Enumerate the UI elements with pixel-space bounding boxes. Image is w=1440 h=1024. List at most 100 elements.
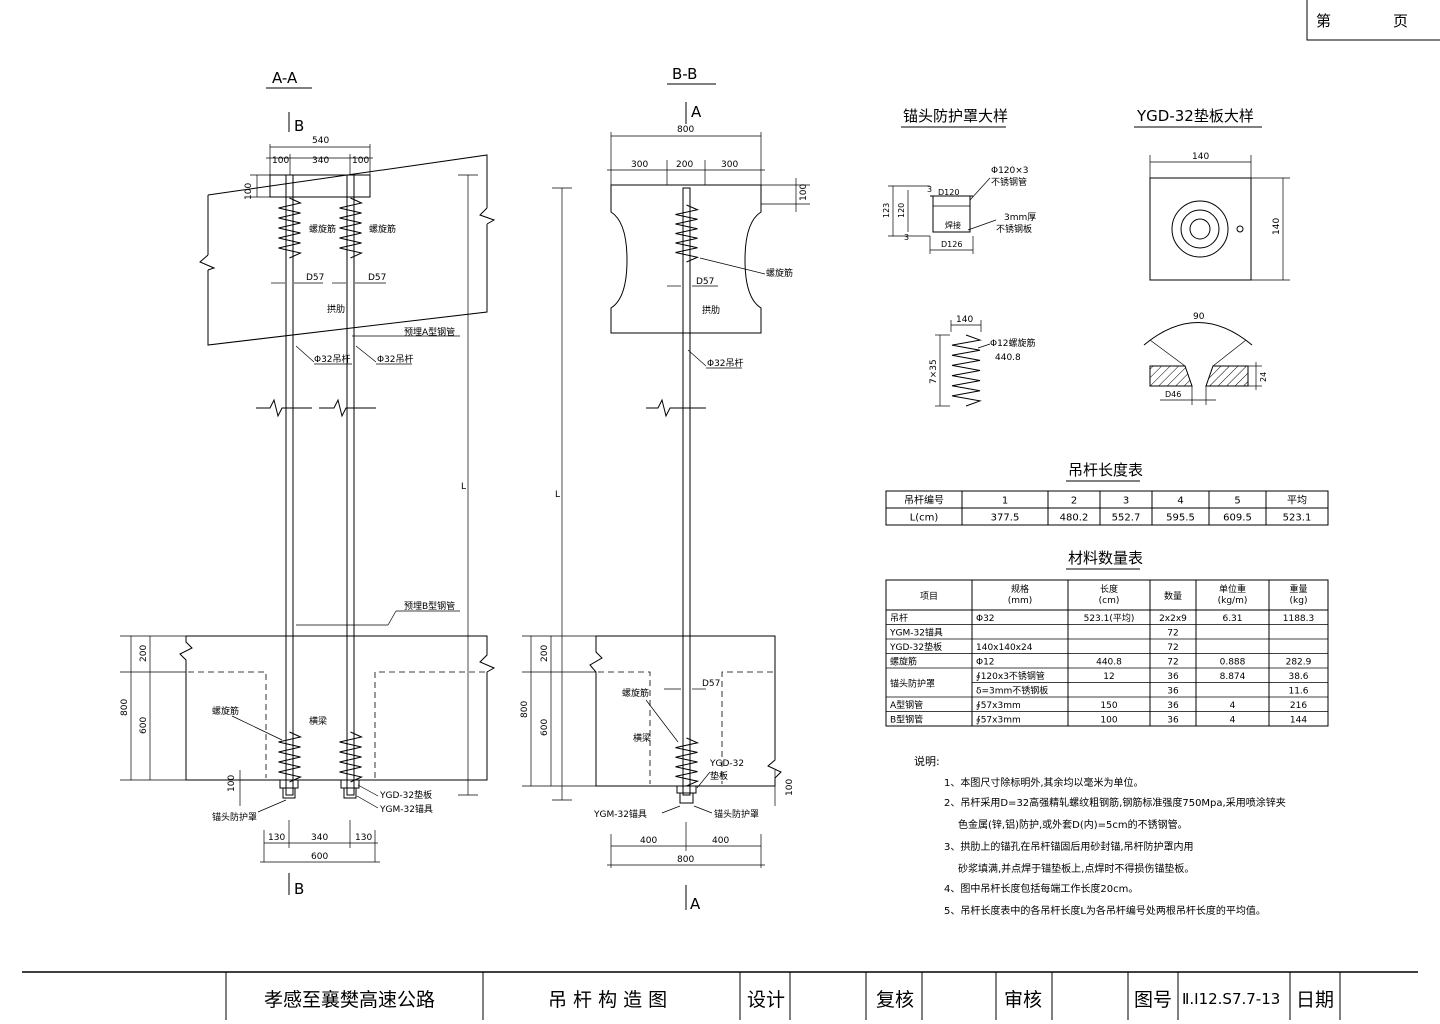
dim-bb-bot-total: 800 (677, 855, 694, 865)
material-table-cell: 0.888 (1220, 658, 1246, 668)
material-table-cell: 6.31 (1222, 614, 1242, 624)
material-table-header-cell: (kg/m) (1218, 596, 1248, 606)
review-label: 审核 (1004, 989, 1042, 1011)
check-label: 复核 (876, 989, 914, 1011)
material-table-cell: 36 (1167, 716, 1179, 726)
dim-bb-top-mid: 200 (676, 160, 693, 170)
material-table-header-cell: (cm) (1099, 596, 1120, 606)
material-table-cell: 523.1(平均) (1084, 612, 1135, 624)
material-table-header-cell: 重量 (1289, 583, 1307, 595)
page-label-right: 页 (1393, 12, 1408, 30)
material-table-cell: 螺旋筋 (890, 656, 917, 668)
material-table-cell: 36 (1167, 701, 1179, 711)
dim-aa-pipe-right: D57 (368, 273, 386, 283)
material-table-cell: 4 (1230, 701, 1236, 711)
material-table-cell: 216 (1290, 701, 1307, 711)
material-table-cell: B型钢管 (890, 714, 923, 726)
material-table-cell: 144 (1290, 716, 1307, 726)
dim-aa-base-mid: 600 (139, 717, 149, 734)
length-table-header-cell: 5 (1234, 496, 1240, 507)
label-aa-rod-left: Φ32吊杆 (314, 353, 351, 365)
material-table-cell: 8.874 (1220, 672, 1246, 682)
dim-aa-top-right: 100 (352, 156, 369, 166)
material-table-cell: Φ12 (976, 658, 995, 668)
label-aa-rib: 拱肋 (327, 303, 345, 315)
plate-d: D46 (1165, 390, 1181, 399)
section-bb-cut-bottom: A (690, 895, 701, 913)
length-table-header-cell: 1 (1002, 496, 1008, 507)
label-bb-cover: 锚头防护罩 (714, 808, 759, 820)
dim-aa-base-left: 200 (139, 645, 149, 662)
material-table-cell: 72 (1167, 658, 1178, 668)
material-table-cell: YGM-32锚具 (889, 627, 943, 639)
drawing-no-value: Ⅱ.Ⅰ12.S7.7-13 (1182, 990, 1280, 1008)
label-aa-spiral-low: 螺旋筋 (212, 705, 239, 717)
length-table-cell: 523.1 (1283, 513, 1312, 524)
material-table-cell: Φ32 (976, 614, 995, 624)
section-bb: B-B A 800 300 200 300 100 螺旋筋 D57 拱肋 Φ32… (520, 65, 810, 913)
material-table-cell: 36 (1167, 687, 1179, 697)
dim-aa-top-left: 100 (272, 156, 289, 166)
dim-aa-bot-right: 130 (355, 833, 372, 843)
label-aa-spiral-right: 螺旋筋 (369, 223, 396, 235)
dim-aa-top-total: 540 (312, 136, 329, 146)
dim-bb-top-right: 300 (721, 160, 738, 170)
plate-t: 24 (1259, 372, 1268, 382)
cover-t1: 3 (927, 185, 932, 194)
spiral-len: 440.8 (995, 353, 1021, 363)
label-aa-cover: 锚头防护罩 (212, 811, 257, 823)
dim-bb-base-mid: 600 (540, 719, 550, 736)
label-bb-anchor: YGM-32锚具 (593, 808, 647, 820)
dim-bb-top-total: 800 (677, 125, 694, 135)
material-table-cell: 36 (1167, 672, 1179, 682)
length-table-cell: 552.7 (1112, 513, 1141, 524)
label-aa-beam: 横梁 (309, 715, 327, 727)
dim-aa-bot-mid: 340 (311, 833, 328, 843)
dim-bb-top-h: 100 (799, 184, 809, 201)
drawing-no-label: 图号 (1134, 989, 1172, 1011)
plate-detail-title: YGD-32垫板大样 (1136, 107, 1254, 125)
label-aa-plate: YGD-32垫板 (379, 789, 432, 801)
material-table-cell: ∮57x3mm (976, 716, 1021, 726)
section-aa: A-A B 540 100 340 100 100 螺旋 (120, 69, 496, 898)
material-table-cell: YGD-32垫板 (889, 641, 942, 653)
material-table-header-cell: 长度 (1100, 583, 1118, 595)
length-table-title: 吊杆长度表 (1068, 461, 1143, 479)
dim-aa-bot-left: 130 (268, 833, 285, 843)
label-aa-anchor: YGM-32锚具 (379, 803, 433, 815)
title-block: 孝感至襄樊高速公路 吊 杆 构 造 图 设计 复核 审核 图号 Ⅱ.Ⅰ12.S7… (22, 971, 1418, 1020)
length-table-header-cell: 吊杆编号 (904, 494, 944, 507)
label-aa-rod-right: Φ32吊杆 (377, 353, 414, 365)
length-table-header-cell: 平均 (1287, 495, 1307, 507)
note-line: 砂浆填满,并点焊于锚垫板上,点焊时不得损伤锚垫板。 (958, 862, 1194, 875)
material-table-cell: 150 (1100, 701, 1117, 711)
material-table-cell: 2x2x9 (1159, 614, 1187, 624)
drawing-name: 吊 杆 构 造 图 (548, 989, 667, 1011)
cover-weld: 焊接 (945, 220, 961, 230)
dim-bb-bot-right: 400 (712, 836, 729, 846)
dim-bb-base-total: 800 (520, 701, 530, 718)
note-line: 1、本图尺寸除标明外,其余均以毫米为单位。 (944, 776, 1144, 789)
cover-h2: 120 (897, 203, 906, 218)
material-table-cell: 440.8 (1096, 658, 1122, 668)
page-number-box: 第 页 (1306, 0, 1440, 41)
cover-detail-title: 锚头防护罩大样 (903, 107, 1008, 125)
material-table-cell: δ=3mm不锈钢板 (976, 685, 1048, 697)
material-table-cell: A型钢管 (890, 699, 923, 711)
material-table-header-cell: 单位重 (1219, 583, 1246, 595)
length-table-cell: 480.2 (1060, 513, 1089, 524)
cover-d-in: D120 (938, 188, 959, 197)
material-table-cell: 72 (1167, 643, 1178, 653)
material-table-cell: 12 (1103, 672, 1114, 682)
cover-t2: 3 (904, 233, 909, 242)
material-table-header-cell: (kg) (1290, 596, 1308, 606)
section-aa-cut-top: B (294, 117, 304, 135)
material-table-cell: 11.6 (1288, 687, 1308, 697)
length-table-header-cell: 4 (1177, 496, 1183, 507)
length-table-cell: 609.5 (1223, 513, 1252, 524)
spiral-bar: Φ12螺旋筋 (990, 337, 1036, 349)
material-table-cell: 锚头防护罩 (890, 677, 935, 689)
